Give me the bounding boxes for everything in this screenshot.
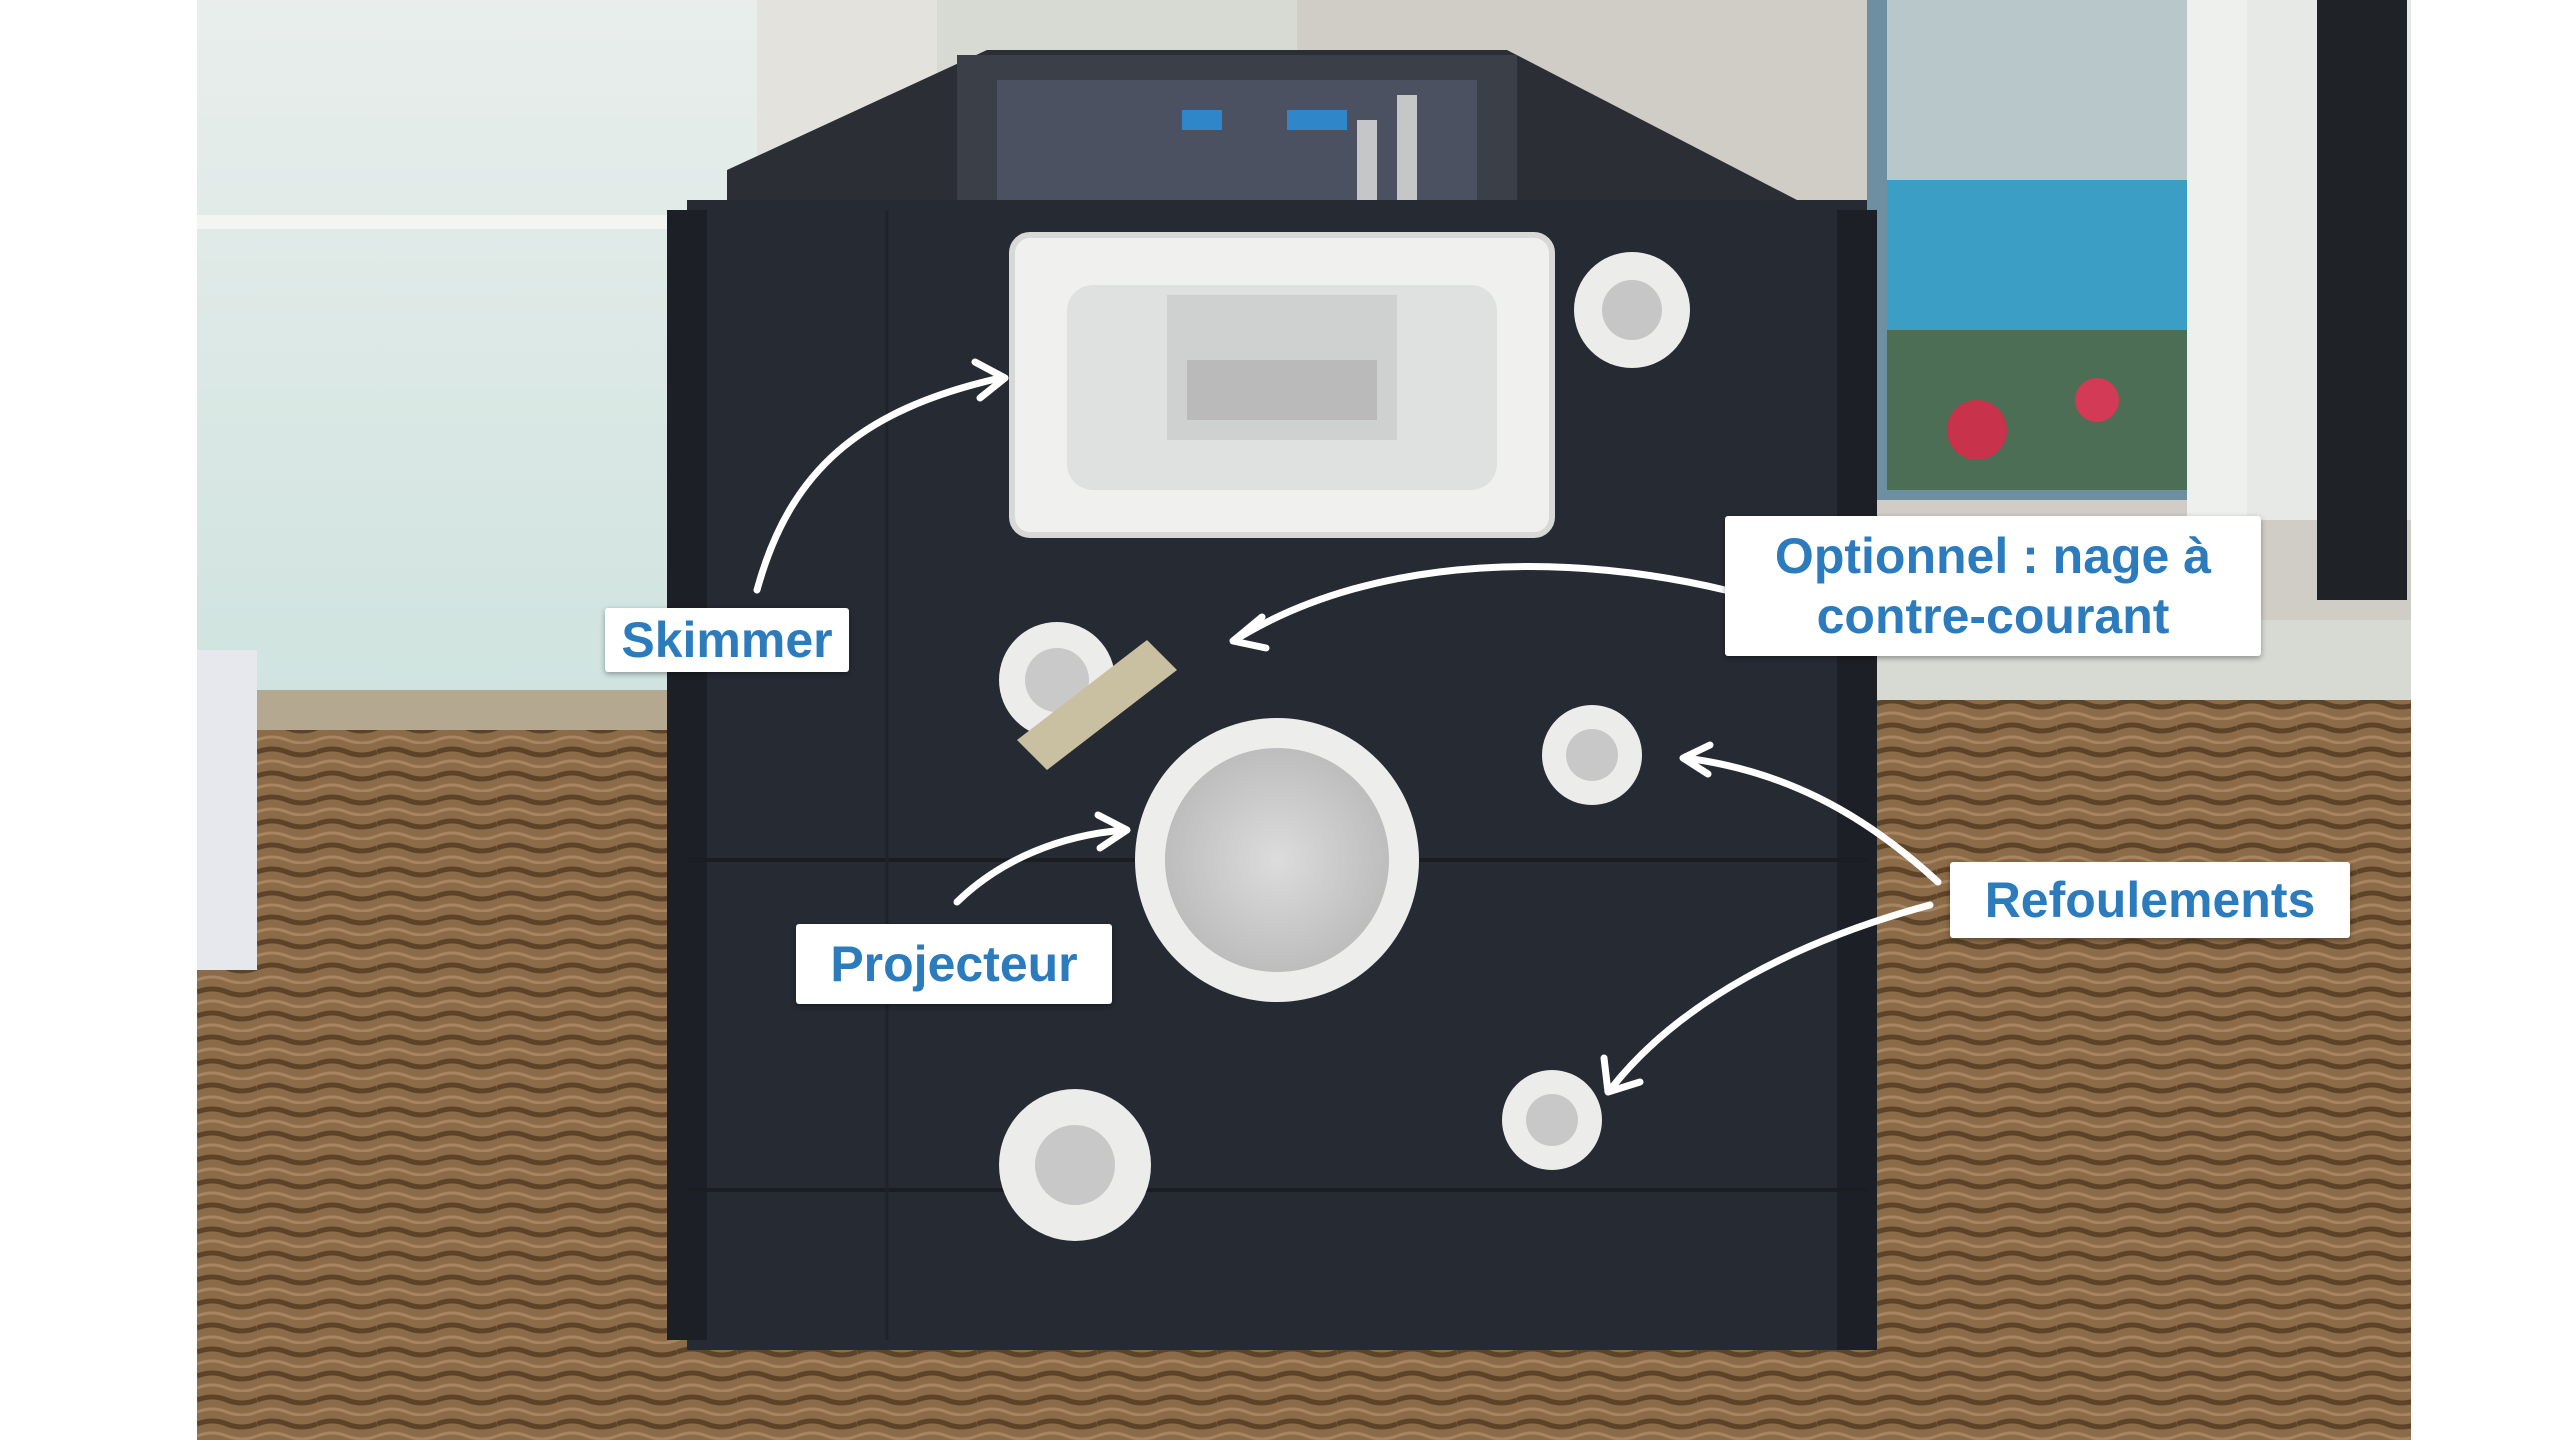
skimmer-label: Skimmer	[605, 608, 849, 672]
projecteur-text: Projecteur	[830, 936, 1078, 992]
skimmer-text: Skimmer	[621, 612, 833, 668]
refoulements-label: Refoulements	[1950, 862, 2350, 938]
refoulements-text: Refoulements	[1984, 872, 2316, 928]
optionnel-text-line2: contre-courant	[1816, 588, 2170, 644]
optionnel-label: Optionnel : nage à contre-courant	[1725, 516, 2261, 656]
product-photo	[197, 0, 2411, 1440]
projecteur-label: Projecteur	[796, 924, 1112, 1004]
optionnel-text-line1: Optionnel : nage à	[1774, 528, 2212, 584]
